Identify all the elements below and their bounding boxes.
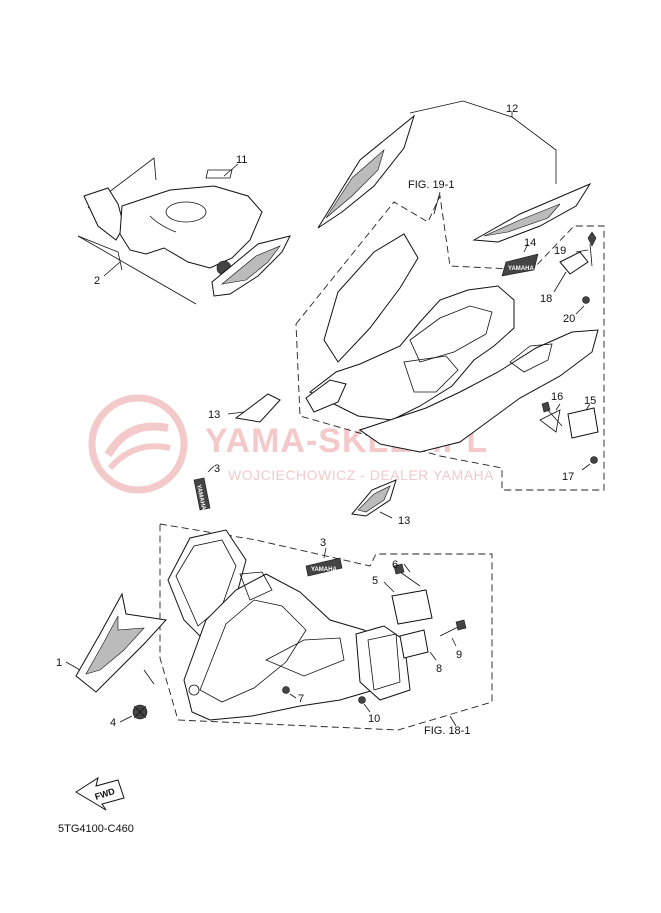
callout-5: 5 [372, 575, 378, 587]
callout-2: 2 [94, 275, 100, 287]
part-3-decal-left: YAMAHA [193, 465, 215, 511]
part-13-decal-lower [351, 479, 397, 519]
decal-3-left-text: YAMAHA [195, 484, 206, 511]
callout-11: 11 [236, 154, 247, 166]
callout-19: 19 [554, 245, 566, 257]
front-fender-hardware [282, 563, 467, 713]
callout-3-center: 3 [320, 537, 326, 549]
callout-13-lower: 13 [398, 515, 410, 527]
part-13-decal-upper [227, 393, 281, 423]
watermark-logo [88, 394, 188, 494]
callout-7: 7 [298, 693, 304, 705]
part-15-16-17-hardware [541, 401, 599, 471]
callout-16: 16 [551, 391, 563, 403]
rear-fender [305, 233, 599, 453]
callout-6: 6 [392, 559, 398, 571]
part-4-fastener [119, 704, 148, 723]
callout-13-upper: 13 [208, 409, 220, 421]
callout-14: 14 [524, 237, 536, 249]
front-fender-group-outline [159, 523, 493, 731]
diagram-code: 5TG4100-C460 [58, 823, 134, 835]
front-fender [167, 529, 411, 721]
callout-17: 17 [562, 471, 574, 483]
fwd-arrow-icon: FWD [75, 776, 125, 811]
part-18-19-20-hardware [553, 231, 597, 315]
part-3-decal-center: YAMAHA [305, 547, 343, 577]
callout-9: 9 [456, 649, 462, 661]
fig-18-1-label: FIG. 18-1 [424, 725, 470, 737]
callout-8: 8 [436, 663, 442, 675]
callout-10: 10 [368, 713, 380, 725]
callout-4: 4 [110, 717, 116, 729]
part-14-decal: YAMAHA [501, 243, 539, 277]
decal-3-center-text: YAMAHA [311, 567, 337, 573]
callout-20: 20 [563, 313, 575, 325]
callout-15: 15 [584, 395, 596, 407]
decal-14-text: YAMAHA [508, 266, 534, 272]
part-1-front-decal [65, 592, 168, 693]
rear-fender-group-outline [295, 194, 605, 491]
fig-19-1-label: FIG. 19-1 [408, 179, 454, 191]
part-2-side-cover [77, 157, 291, 305]
callout-12: 12 [506, 103, 518, 115]
callout-3-left: 3 [214, 463, 220, 475]
part-12-decal-set [317, 100, 592, 243]
watermark-dealer: WOJCIECHOWICZ - DEALER YAMAHA [228, 467, 494, 483]
callout-18: 18 [540, 293, 552, 305]
callout-1: 1 [56, 657, 62, 669]
